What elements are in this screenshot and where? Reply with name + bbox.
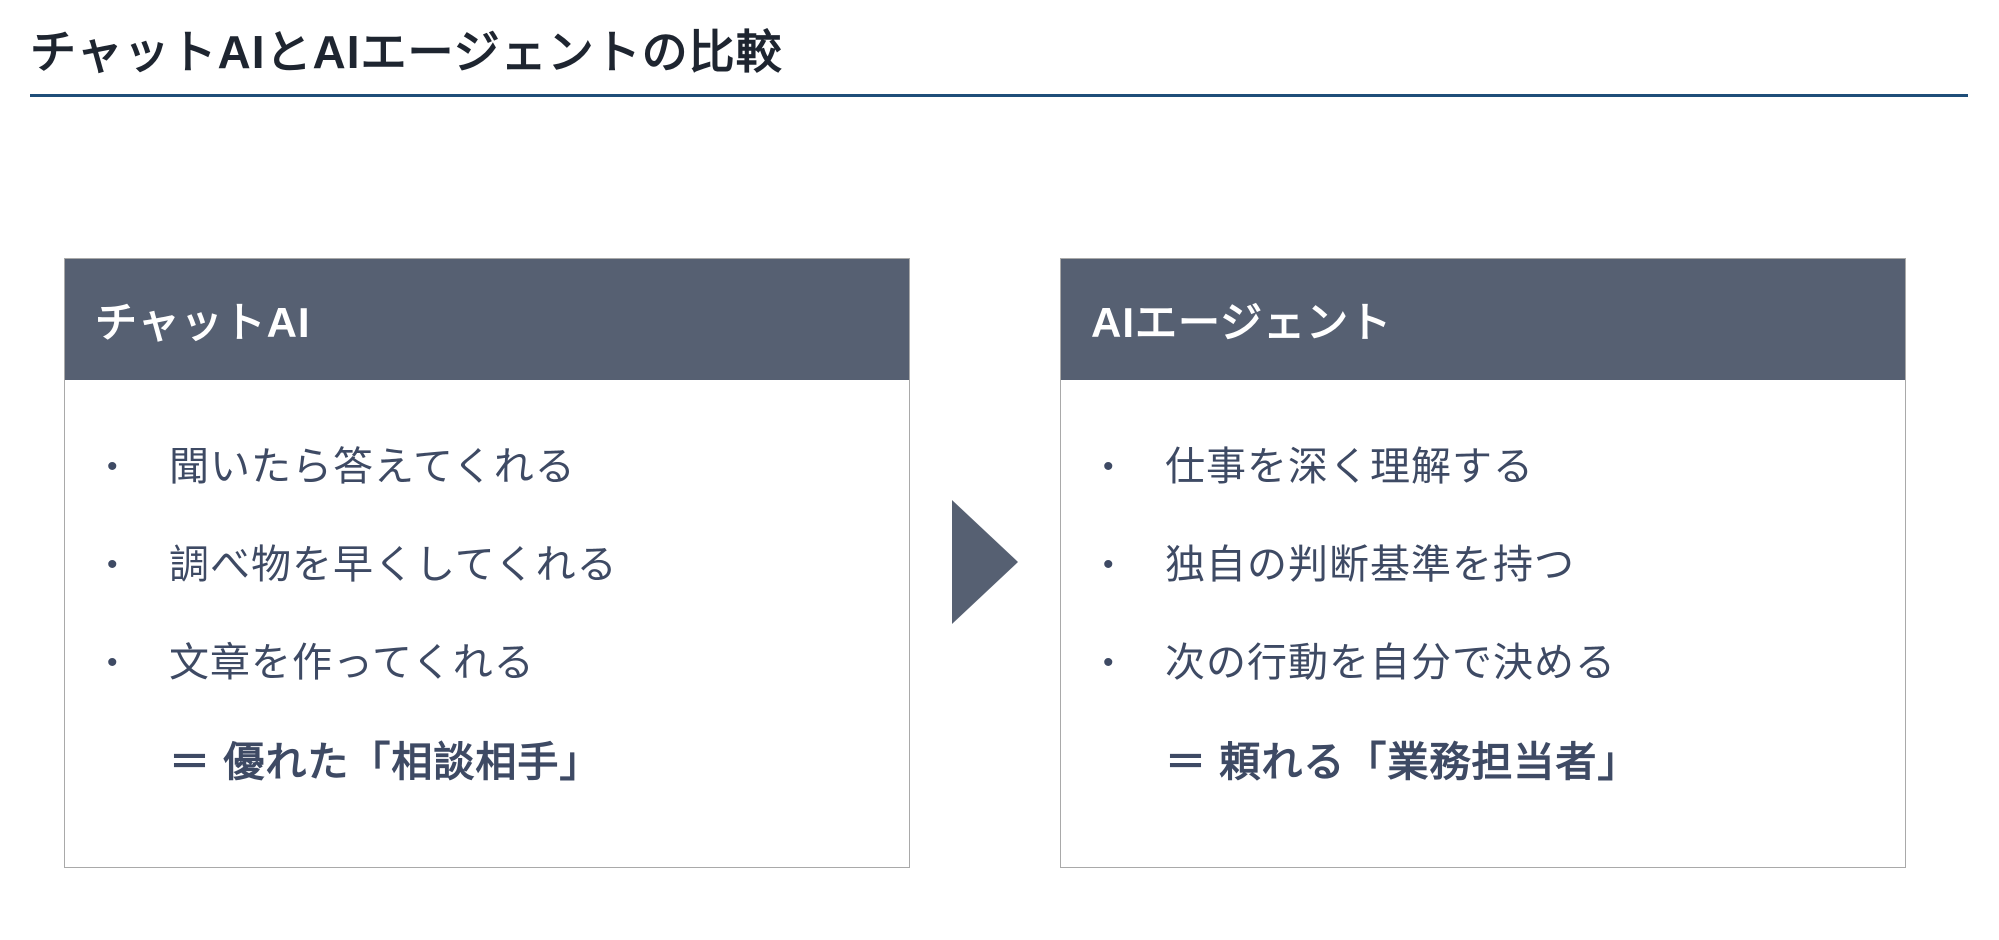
ai-agent-body: • 仕事を深く理解する • 独自の判断基準を持つ • 次の行動を自分で決める ＝… [1061, 380, 1905, 788]
summary-text: ＝ 頼れる「業務担当者」 [1165, 739, 1640, 785]
ai-agent-header-label: AIエージェント [1091, 299, 1393, 346]
list-item: • 文章を作ってくれる [107, 638, 885, 688]
list-item-text: 独自の判断基準を持つ [1165, 543, 1575, 587]
list-item-text: 聞いたら答えてくれる [169, 445, 576, 489]
list-item: • 独自の判断基準を持つ [1103, 540, 1881, 590]
summary-text: ＝ 優れた「相談相手」 [169, 739, 602, 785]
list-item: • 調べ物を早くしてくれる [107, 540, 885, 590]
comparison-panel-chat-ai: チャットAI • 聞いたら答えてくれる • 調べ物を早くしてくれる • 文章を作… [64, 258, 910, 868]
title-underline [30, 94, 1968, 97]
list-item-text: 仕事を深く理解する [1165, 445, 1534, 489]
chat-ai-header-label: チャットAI [95, 299, 311, 346]
right-arrow-icon [952, 500, 1018, 624]
bullet-icon: • [107, 450, 118, 483]
list-item: • 聞いたら答えてくれる [107, 442, 885, 492]
list-item-text: 調べ物を早くしてくれる [169, 543, 618, 587]
list-item-text: 文章を作ってくれる [169, 641, 535, 685]
bullet-icon: • [107, 646, 118, 679]
chat-ai-body: • 聞いたら答えてくれる • 調べ物を早くしてくれる • 文章を作ってくれる ＝… [65, 380, 909, 788]
list-item: • 次の行動を自分で決める [1103, 638, 1881, 688]
ai-agent-header: AIエージェント [1061, 259, 1905, 380]
list-item-text: 次の行動を自分で決める [1165, 641, 1616, 685]
list-item: • 仕事を深く理解する [1103, 442, 1881, 492]
comparison-panel-ai-agent: AIエージェント • 仕事を深く理解する • 独自の判断基準を持つ • 次の行動… [1060, 258, 1906, 868]
bullet-icon: • [1103, 450, 1114, 483]
bullet-icon: • [1103, 646, 1114, 679]
bullet-icon: • [1103, 548, 1114, 581]
page-title: チャットAIとAIエージェントの比較 [30, 26, 783, 78]
bullet-icon: • [107, 548, 118, 581]
chat-ai-header: チャットAI [65, 259, 909, 380]
